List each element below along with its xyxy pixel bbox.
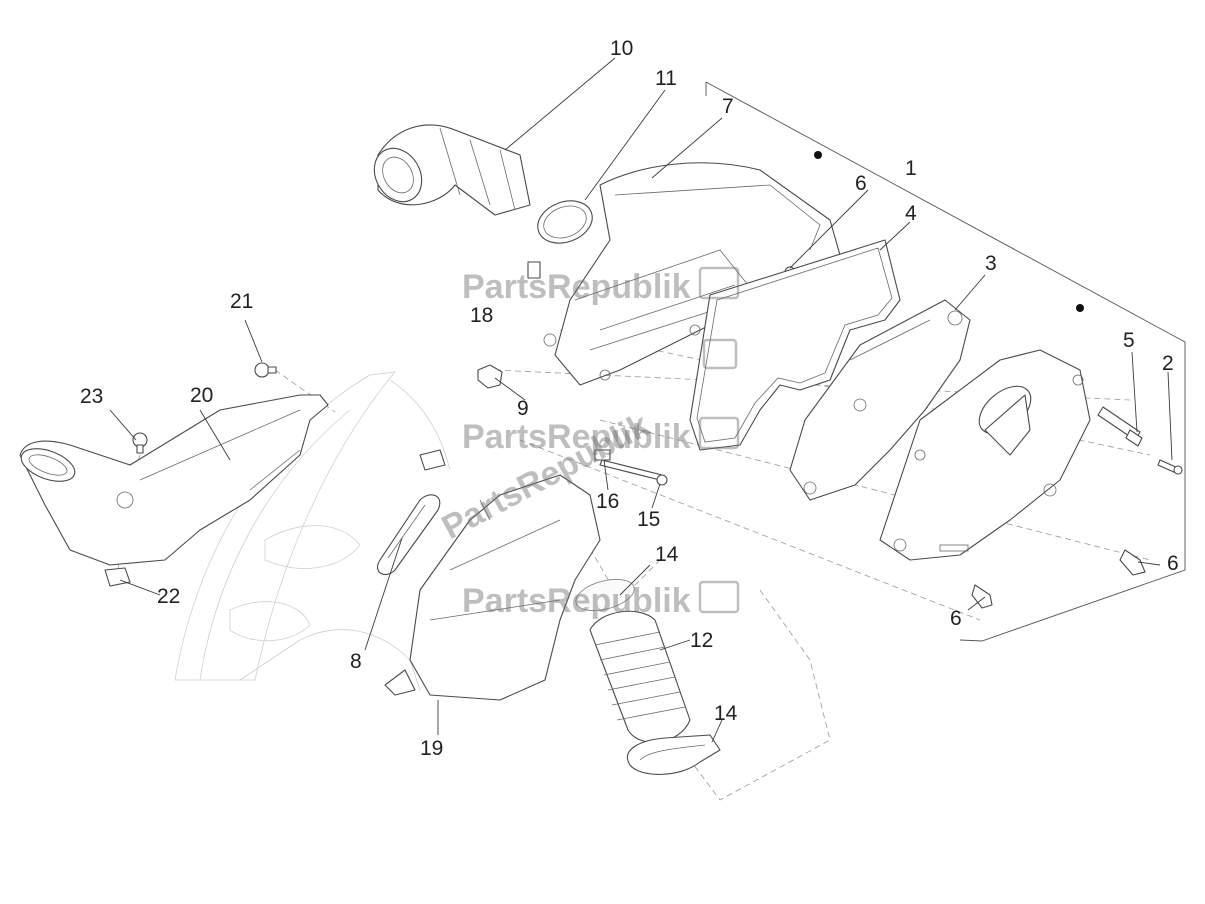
part-side-duct [19, 394, 329, 566]
watermark-2: PartsRepublik [462, 416, 740, 456]
callout-5: 5 [1123, 329, 1135, 352]
frame-ghost-outline [174, 371, 451, 691]
part-seal-strip-9 [377, 494, 441, 575]
part-bellows-clamps [575, 578, 721, 775]
callout-3: 3 [985, 252, 997, 275]
assembly-bracket-1 [705, 81, 1186, 642]
part-hose-clamp [527, 200, 593, 279]
part-filter-cover [879, 349, 1091, 561]
callout-9: 8 [350, 650, 362, 673]
callout-11: 10 [610, 37, 633, 60]
callout-12: 11 [655, 67, 677, 90]
callout-10: 9 [517, 397, 529, 420]
callout-22: 22 [157, 585, 180, 608]
callout-14b: 14 [714, 702, 738, 725]
callout-15: 15 [637, 508, 660, 531]
gear-icon [698, 266, 740, 300]
callout-4: 4 [905, 202, 917, 225]
part-lower-housing [384, 474, 601, 701]
reference-dots [814, 151, 1084, 312]
leader-lines [109, 57, 1173, 743]
gear-icon [702, 338, 738, 370]
callout-labels: 10 11 7 1 6 4 3 5 2 6 6 18 9 16 15 14 12… [80, 37, 1179, 760]
callout-6a: 6 [1167, 552, 1179, 575]
part-clips [104, 449, 611, 587]
callout-14a: 14 [655, 543, 679, 566]
callout-2: 2 [1162, 352, 1174, 375]
callout-8: 7 [722, 95, 734, 118]
part-intake-duct [373, 124, 531, 216]
callout-21: 21 [230, 290, 253, 313]
part-bellows [589, 610, 691, 743]
gear-icon [698, 580, 740, 614]
gear-icon [698, 416, 740, 450]
watermark-text: PartsRepublik [462, 582, 691, 620]
watermark-vertical-icons [702, 338, 738, 370]
callout-18: 18 [470, 304, 493, 327]
part-small-screws [132, 362, 277, 454]
part-gasket [689, 239, 901, 451]
callout-1: 1 [905, 157, 917, 180]
callout-19: 19 [420, 737, 443, 760]
watermark-1: PartsRepublik [462, 266, 740, 306]
callout-13: 12 [690, 629, 713, 652]
callout-20: 20 [190, 384, 213, 407]
part-screws [599, 406, 1183, 609]
callout-6b: 6 [950, 607, 962, 630]
callout-23: 23 [80, 385, 103, 408]
callout-16: 16 [596, 490, 619, 513]
watermark-text: PartsRepublik [462, 418, 691, 456]
part-filter-element [789, 299, 971, 501]
callout-7: 6 [855, 172, 867, 195]
part-filter-housing [543, 162, 841, 386]
watermark-text: PartsRepublik [462, 268, 691, 306]
watermark-3: PartsRepublik [462, 580, 740, 620]
part-nut-10 [477, 364, 503, 389]
